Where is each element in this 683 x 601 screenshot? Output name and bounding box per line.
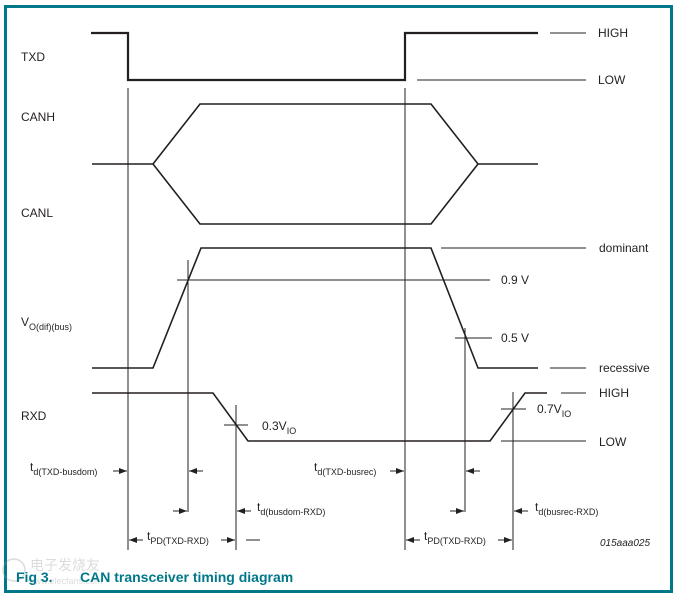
rxd-waveform [92, 392, 547, 442]
timing-label-busdom-rxd: td(busdom-RXD) [257, 500, 325, 517]
figure-caption: Fig 3. CAN transceiver timing diagram [16, 569, 293, 585]
level-label-05v: 0.5 V [501, 331, 529, 345]
level-label-rxd-low: LOW [599, 435, 627, 449]
canl-waveform [152, 163, 479, 225]
level-label-07vio: 0.7VIO [537, 402, 571, 419]
figure-title: CAN transceiver timing diagram [80, 569, 294, 585]
level-label-recessive: recessive [599, 361, 650, 375]
level-label-txd-low: LOW [598, 73, 626, 87]
level-label-txd-high: HIGH [598, 26, 628, 40]
timing-label-txd-busdom: td(TXD-busdom) [30, 460, 97, 477]
timing-label-txd-busrec: td(TXD-busrec) [314, 460, 376, 477]
figure-number: Fig 3. [16, 569, 53, 585]
timing-label-pd-dom: tPD(TXD-RXD) [147, 529, 209, 546]
signal-label-txd: TXD [21, 50, 45, 64]
txd-waveform [91, 31, 538, 82]
canh-waveform [92, 103, 538, 165]
signal-label-canh: CANH [21, 110, 55, 124]
watermark-logo-icon [2, 558, 26, 582]
level-label-rxd-high: HIGH [599, 386, 629, 400]
timing-label-pd-rec: tPD(TXD-RXD) [424, 529, 486, 546]
level-label-dominant: dominant [599, 241, 649, 255]
watermark-url: www.elecfans.com [27, 576, 103, 586]
watermark-cn: 电子发烧友 [30, 557, 100, 573]
level-label-09v: 0.9 V [501, 273, 529, 287]
figure-code: 015aaa025 [600, 538, 650, 549]
level-label-03vio: 0.3VIO [262, 419, 296, 436]
watermark: 电子发烧友 www.elecfans.com [2, 557, 103, 586]
signal-label-vdif: VO(dif)(bus) [21, 315, 72, 332]
signal-label-canl: CANL [21, 206, 53, 220]
figure-frame [4, 5, 673, 593]
signal-label-rxd: RXD [21, 409, 47, 423]
timing-label-busrec-rxd: td(busrec-RXD) [535, 500, 598, 517]
vdif-waveform [92, 247, 538, 369]
